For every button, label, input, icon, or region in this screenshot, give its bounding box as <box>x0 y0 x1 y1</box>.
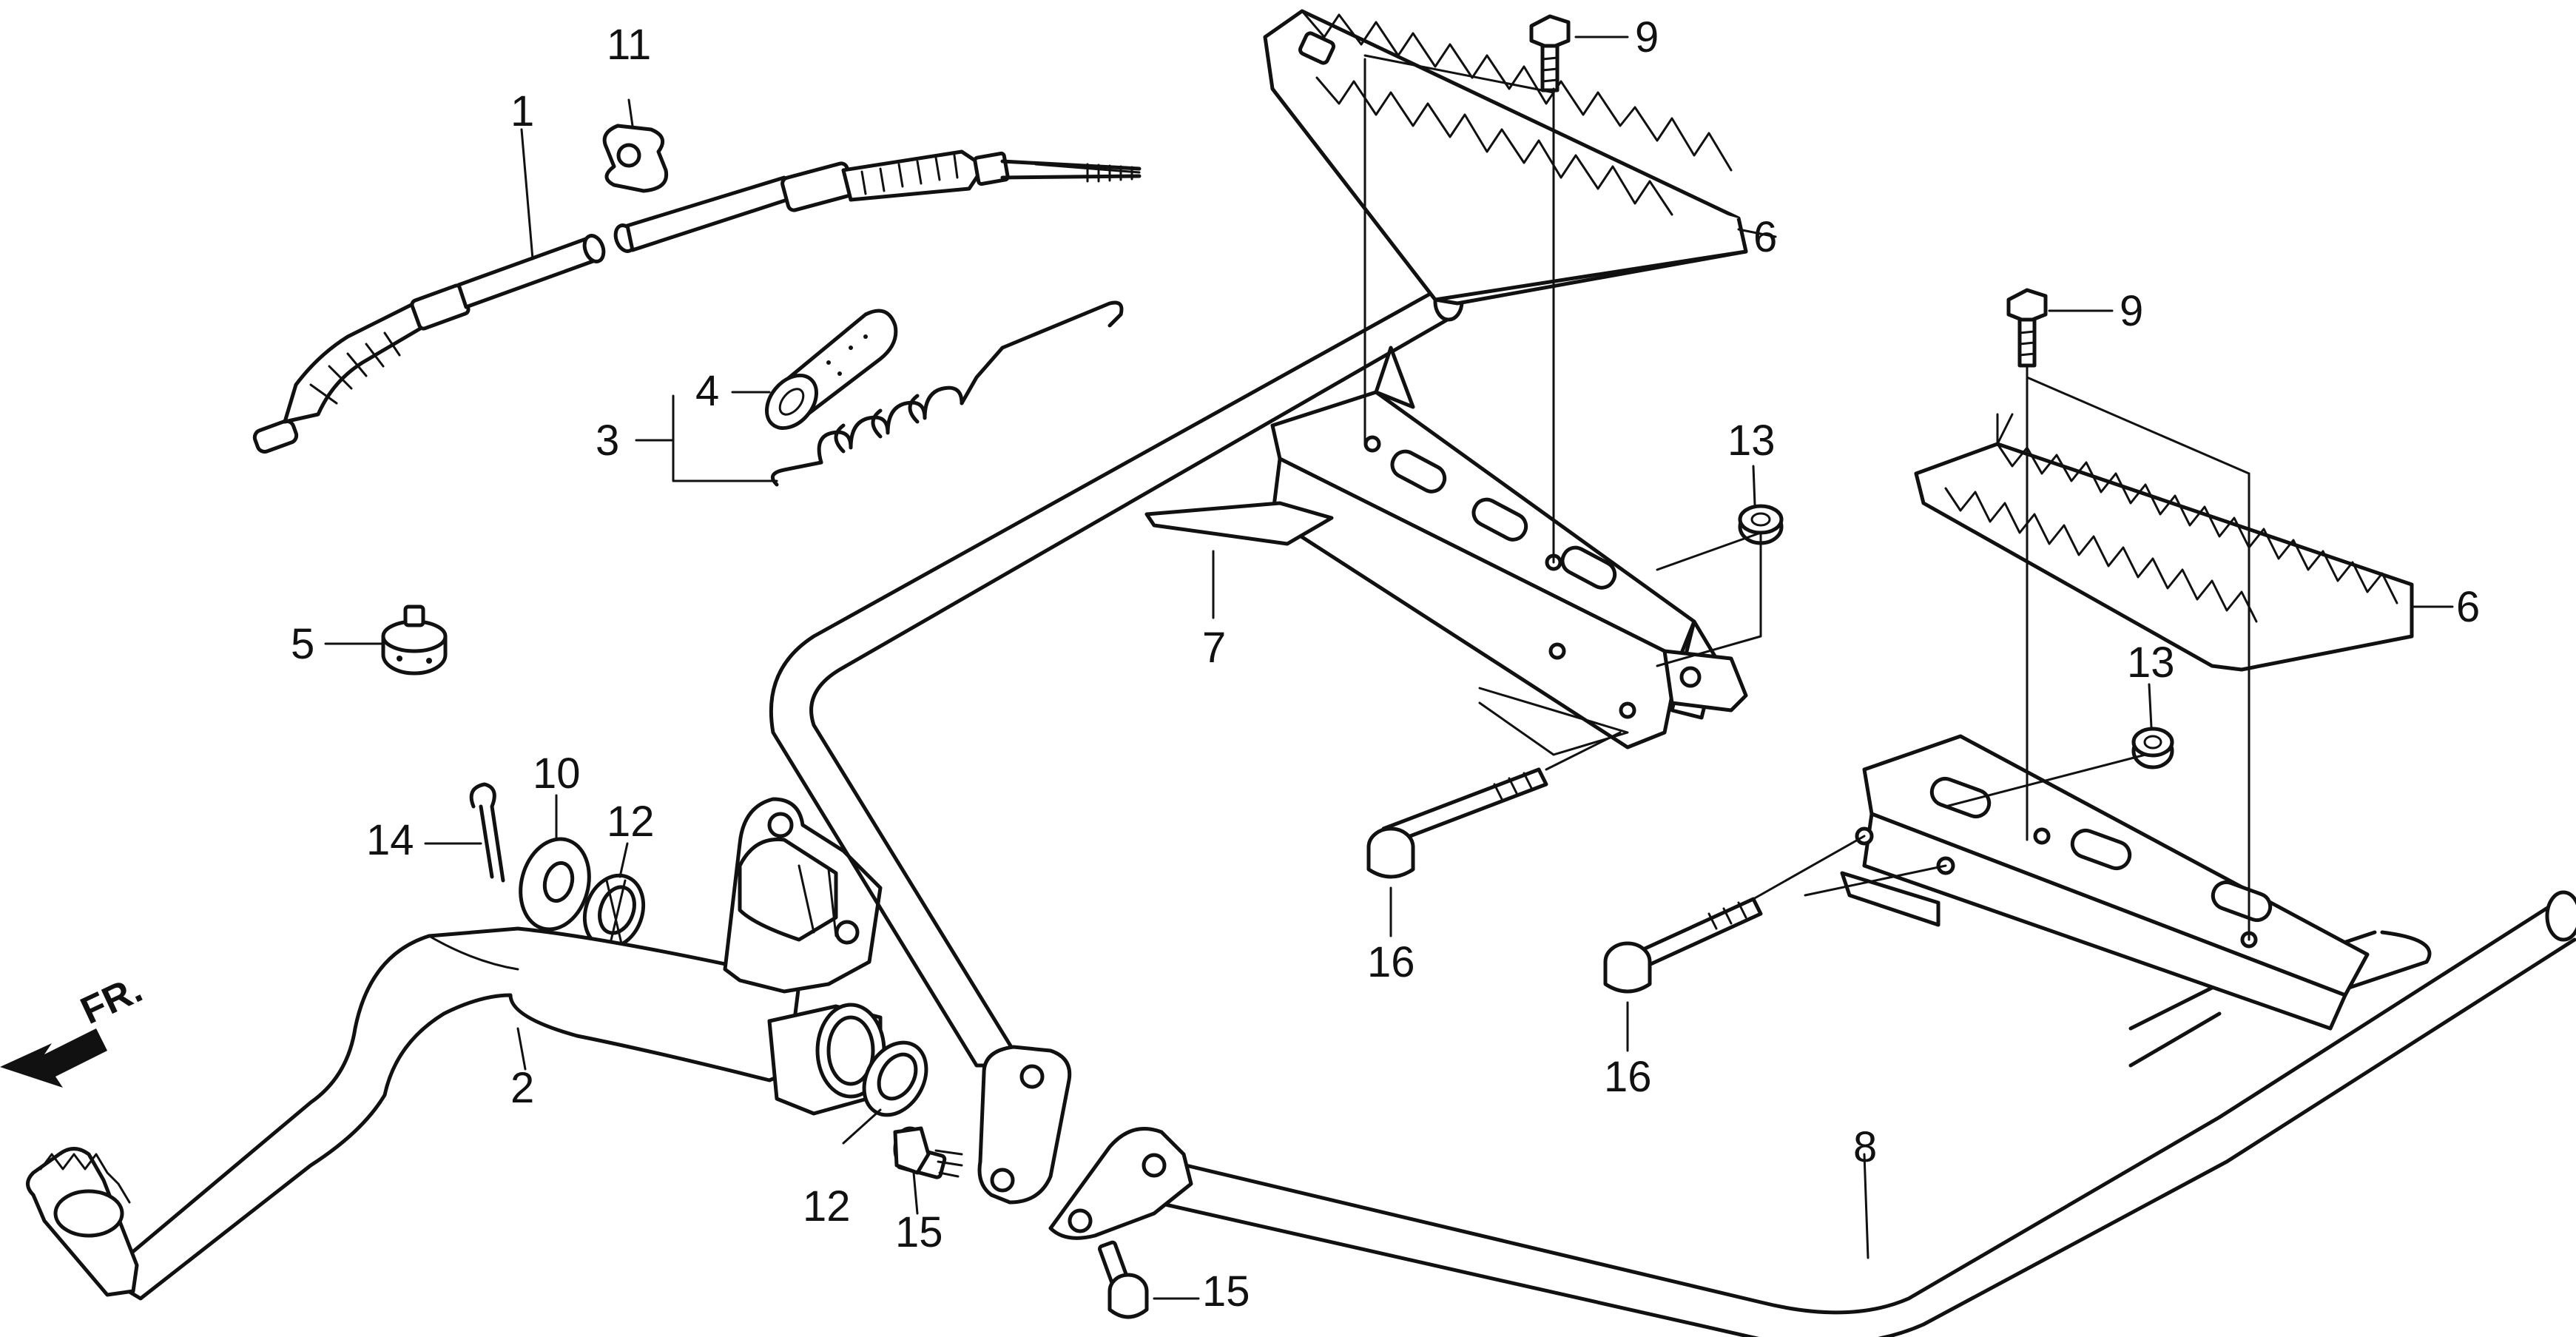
step-bracket-left <box>1144 346 1748 750</box>
callout-14: 14 <box>366 816 414 864</box>
step-frame <box>769 282 2576 1337</box>
callout-5: 5 <box>291 620 314 668</box>
front-direction-arrow: FR. <box>0 968 149 1088</box>
callout-10: 10 <box>533 750 581 798</box>
footrest-rubber-upper <box>1263 9 1777 306</box>
brake-cable <box>252 128 1142 454</box>
callout-1: 1 <box>510 87 534 135</box>
callout-15-lower: 15 <box>1202 1267 1250 1316</box>
callout-9-lower: 9 <box>2120 287 2143 335</box>
front-direction-label: FR. <box>75 968 149 1033</box>
dust-seal-lower <box>842 1040 928 1145</box>
dust-seal-upper <box>582 842 646 950</box>
return-spring <box>635 300 1124 487</box>
callout-16-lower: 16 <box>1604 1053 1652 1101</box>
callout-6-lower: 6 <box>2456 583 2480 631</box>
bolt-lower-16 <box>1603 897 1763 1052</box>
callout-8: 8 <box>1853 1123 1877 1171</box>
footrest-rubber-lower <box>1914 413 2454 672</box>
callout-16-upper: 16 <box>1367 938 1415 986</box>
callout-15-upper: 15 <box>895 1208 943 1256</box>
callout-6-upper: 6 <box>1753 213 1777 261</box>
alignment-lines <box>1363 54 2250 941</box>
callout-9-upper: 9 <box>1635 13 1659 61</box>
washer <box>519 794 591 932</box>
callout-3: 3 <box>596 417 619 465</box>
callout-7: 7 <box>1202 624 1226 672</box>
grease-nipple <box>324 604 448 676</box>
spring-roller <box>731 309 898 431</box>
bolt-upper-16 <box>1366 767 1548 937</box>
nut-lower-13 <box>2131 683 2174 769</box>
callout-13-lower: 13 <box>2127 639 2175 687</box>
callout-2: 2 <box>510 1064 534 1112</box>
flange-bolt-lower <box>1098 1240 1200 1319</box>
callout-13-upper: 13 <box>1727 417 1776 465</box>
callout-11: 11 <box>607 21 651 69</box>
cotter-pin <box>424 782 505 883</box>
bolt-lower-9 <box>2006 288 2114 368</box>
callout-12-lower: 12 <box>803 1182 851 1230</box>
callout-4: 4 <box>695 367 719 415</box>
flange-bolt-upper <box>893 1126 963 1215</box>
bolt-upper-9 <box>1529 14 1629 92</box>
step-bracket-right <box>1840 734 2370 1031</box>
cable-clip <box>602 98 669 193</box>
nut-upper-13 <box>1738 465 1784 545</box>
callout-numbers: 1 2 3 4 5 6 6 7 8 9 9 10 11 12 12 13 13 … <box>291 13 2480 1316</box>
brake-pedal <box>26 797 886 1301</box>
callout-12-upper: 12 <box>607 798 655 846</box>
